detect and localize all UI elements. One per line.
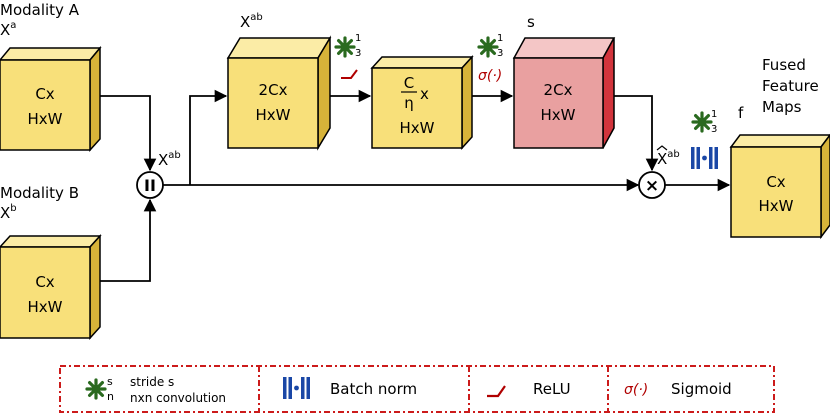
modality-a: Modality A Xa Cx HxW [0, 1, 102, 152]
output-title-1: Fused [762, 56, 806, 74]
concat-node: II [136, 171, 164, 199]
conv1-var: Xab [240, 12, 263, 31]
output-title-2: Feature [762, 77, 819, 95]
conv1-stride: 1 [355, 33, 361, 44]
legend-conv-stride-sym: s [107, 375, 113, 388]
modality-b-title: Modality B [0, 184, 79, 202]
conv1-line2: HxW [256, 106, 291, 124]
legend-sigmoid: σ(·) Sigmoid [624, 380, 732, 398]
modality-b-line1: Cx [35, 273, 54, 291]
conv2-frac-den: η [404, 94, 414, 112]
conv2-stride: 1 [497, 33, 503, 44]
relu-icon [487, 385, 506, 398]
batch-norm-icon [283, 377, 310, 399]
conv2-frac-num: C [404, 74, 414, 92]
conv1-line1: 2Cx [259, 81, 288, 99]
arrow-concat-to-conv1 [189, 89, 228, 185]
batch-norm-icon [691, 147, 718, 169]
legend-sigmoid-text: Sigmoid [671, 380, 732, 398]
s-line2: HxW [541, 106, 576, 124]
modality-b-line2: HxW [28, 298, 63, 316]
legend-sigmoid-symbol: σ(·) [624, 382, 648, 398]
modality-a-line1: Cx [35, 85, 54, 103]
legend-conv-text1: stride s [130, 375, 174, 389]
output-ops-group: 1 3 f [691, 104, 744, 169]
svg-text:Xab: Xab [657, 149, 680, 168]
output-block: Fused Feature Maps Cx HxW [729, 56, 830, 240]
conv1-kernel: 3 [355, 48, 361, 59]
conv2-line2: HxW [400, 119, 435, 137]
hat-mark [656, 145, 668, 151]
modality-a-box: Cx HxW [0, 45, 102, 152]
s-line1: 2Cx [544, 81, 573, 99]
modality-a-title: Modality A [0, 1, 80, 19]
modality-b-var: Xb [0, 203, 17, 222]
conv-icon [334, 36, 356, 58]
modality-a-line2: HxW [28, 110, 63, 128]
arrow-a-to-concat [100, 95, 157, 172]
output-title-3: Maps [762, 98, 802, 116]
s-block: s 2Cx HxW [512, 13, 616, 149]
output-line2: HxW [759, 197, 794, 215]
legend-relu: ReLU [487, 380, 571, 398]
multiply-output-var: Xab [656, 145, 680, 168]
arrow-b-to-concat [100, 198, 157, 282]
legend-bn-text: Batch norm [330, 380, 417, 398]
conv-icon [477, 36, 499, 58]
legend-bn: Batch norm [283, 377, 417, 399]
concat-output-var: Xab [158, 150, 181, 169]
legend-conv-kernel-sym: n [107, 390, 114, 403]
relu-icon [341, 69, 358, 79]
legend-conv: s n stride s nxn convolution [85, 375, 226, 405]
legend-relu-text: ReLU [533, 380, 571, 398]
legend: s n stride s nxn convolution Batch norm … [59, 365, 775, 413]
modality-b: Modality B Xb Cx HxW [0, 184, 102, 340]
arrow-s-to-multiply [614, 95, 659, 172]
conv1-block: Xab 2Cx HxW [226, 12, 332, 151]
out-kernel: 3 [711, 124, 717, 135]
output-line1: Cx [766, 173, 785, 191]
s-label: s [527, 13, 535, 31]
concat-symbol: II [144, 176, 156, 195]
conv2-kernel: 3 [497, 48, 503, 59]
conv2-block: C η x HxW [370, 55, 474, 150]
conv-icon [85, 378, 107, 400]
out-stride: 1 [711, 109, 717, 120]
conv1-icon-group: 1 3 [334, 33, 361, 79]
multiply-node: × [638, 171, 666, 199]
sigmoid-symbol: σ(·) [478, 68, 502, 84]
legend-conv-text2: nxn convolution [130, 391, 226, 405]
out-f-label: f [738, 104, 744, 122]
conv2-icon-group: 1 3 σ(·) [477, 33, 503, 84]
conv2-frac-suffix: x [420, 85, 429, 103]
conv-icon [691, 111, 713, 133]
multiply-symbol: × [645, 176, 659, 196]
modality-a-var: Xa [0, 20, 16, 39]
modality-b-box: Cx HxW [0, 234, 102, 340]
